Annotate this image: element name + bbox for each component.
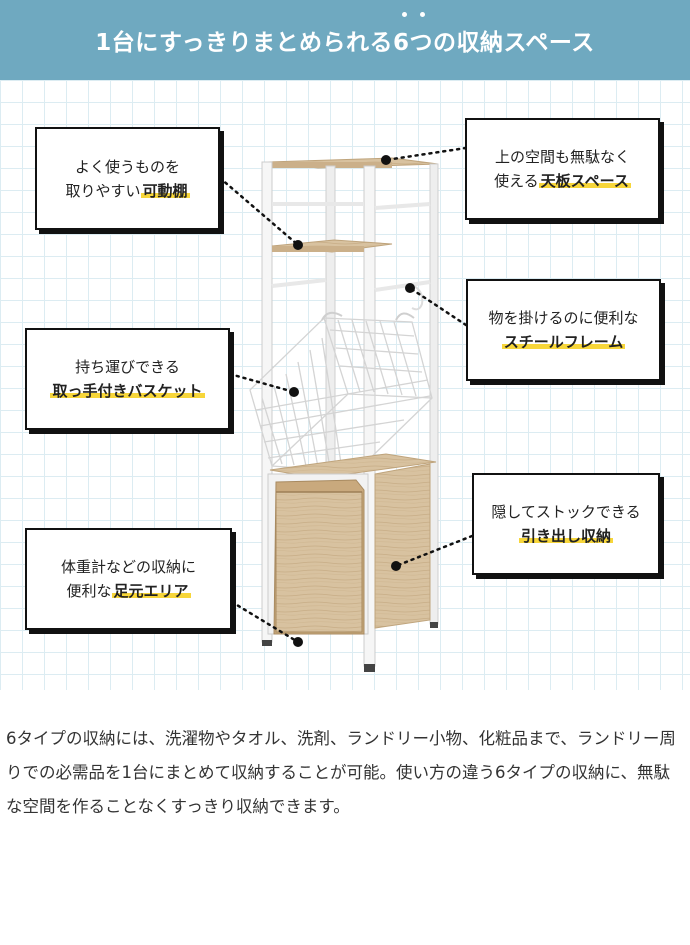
callout-line1: 体重計などの収納に [60,558,196,576]
callout-line2-plain: 便利な [66,582,112,600]
pointer-dot-basket [289,387,299,397]
callout-highlight: スチールフレーム [501,333,626,351]
callout-highlight: 可動棚 [140,181,190,200]
callout-line1: 上の空間も無駄なく [494,148,630,166]
callout-movable-shelf: よく使うものを 取りやすい可動棚 [35,127,220,230]
callout-drawer: 隠してストックできる 引き出し収納 [472,473,660,575]
callout-foot-area: 体重計などの収納に 便利な足元エリア [25,528,232,630]
pointer-dot-drawer [391,561,401,571]
callout-line1: よく使うものを [74,157,180,176]
pointer-dot-foot-area [293,637,303,647]
header-dots-decoration [400,12,430,18]
callout-line2-plain: 使える [494,172,539,190]
header-banner: 1台にすっきりまとめられる6つの収納スペース [0,0,690,80]
callout-highlight: 天板スペース [538,172,631,190]
pointer-dot-movable-shelf [293,240,303,250]
callout-highlight: 引き出し収納 [518,527,613,545]
shelf-unit-illustration [249,157,439,672]
callout-line1: 物を掛けるのに便利な [488,309,639,327]
callout-basket: 持ち運びできる 取っ手付きバスケット [25,328,230,430]
callout-highlight: 足元エリア [111,582,191,600]
header-title: 1台にすっきりまとめられる6つの収納スペース [95,30,595,56]
leader-lines [218,146,474,647]
pointer-dot-steel-frame [405,283,415,293]
callout-line1: 持ち運びできる [75,358,180,376]
callout-top-board: 上の空間も無駄なく 使える天板スペース [465,118,660,220]
callout-line1: 隠してストックできる [491,503,641,521]
callout-line2-plain: 取りやすい [65,181,141,200]
callout-steel-frame: 物を掛けるのに便利な スチールフレーム [466,279,661,381]
callout-highlight: 取っ手付きバスケット [50,382,205,400]
description-text: 6タイプの収納には、洗濯物やタオル、洗剤、ランドリー小物、化粧品まで、ランドリー… [6,729,676,816]
pointer-dot-top-board [381,155,391,165]
